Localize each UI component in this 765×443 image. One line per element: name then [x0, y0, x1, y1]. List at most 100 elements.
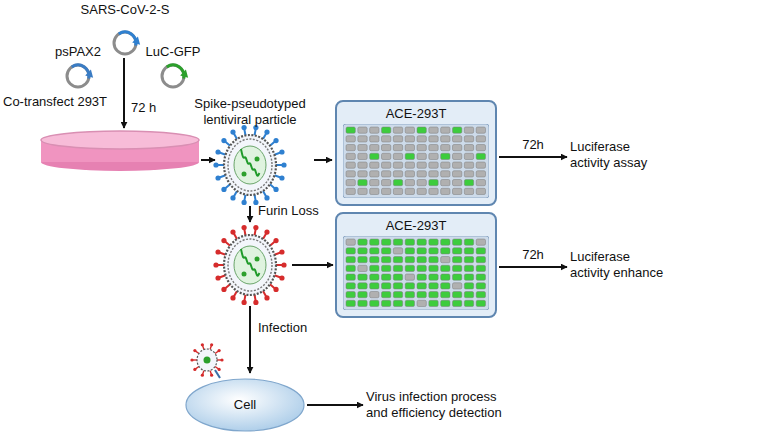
viral-core [204, 357, 211, 364]
spike-head [241, 200, 246, 205]
plate-well [405, 265, 414, 271]
spike-head [201, 374, 204, 377]
plate-well [429, 145, 438, 151]
plate-bed [343, 236, 489, 310]
plate-well [405, 127, 414, 133]
text-node: Virus infection process and efficiency d… [366, 389, 521, 423]
spike-head [264, 229, 269, 234]
plate-well [358, 239, 367, 245]
plate-well [429, 248, 438, 254]
plate-well [393, 283, 402, 289]
plate-well [370, 127, 379, 133]
viral-core [234, 146, 266, 184]
flow-arrow [307, 404, 363, 406]
plate-well [476, 274, 485, 280]
plate-well [370, 136, 379, 142]
spike-head [241, 300, 246, 305]
spike-head [253, 300, 258, 305]
plate-well [453, 248, 462, 254]
plate-bed [343, 124, 489, 198]
plate-well [405, 248, 414, 254]
plate-well [346, 127, 355, 133]
plate-well [393, 136, 402, 142]
plate-well [358, 283, 367, 289]
spike-head [221, 187, 226, 192]
plate-well [370, 283, 379, 289]
spike-head [273, 287, 278, 292]
plate-well [405, 239, 414, 245]
viral-envelope [224, 135, 276, 195]
plate-well [476, 188, 485, 194]
furin-arrow [249, 206, 251, 222]
plate-well [464, 265, 473, 271]
plate-well [476, 153, 485, 159]
plate-well [464, 180, 473, 186]
viral-genome [241, 249, 259, 276]
spike-head [210, 374, 213, 377]
plate-well [382, 274, 391, 280]
virus-node: Spike-pseudotyped lentiviral particle [188, 96, 312, 208]
plate-well [405, 171, 414, 177]
plate-well [453, 265, 462, 271]
plate-well [382, 265, 391, 271]
plate-well [464, 127, 473, 133]
plate-well [453, 145, 462, 151]
spike-head [279, 275, 284, 280]
plate-well [393, 153, 402, 159]
well-grid [343, 236, 489, 310]
plate-well [370, 162, 379, 168]
spike-head [221, 138, 226, 143]
plate-well [346, 292, 355, 298]
plate-well [393, 257, 402, 263]
spike-head [253, 225, 258, 230]
plate-well [464, 153, 473, 159]
plate-well [464, 188, 473, 194]
plate-well [382, 248, 391, 254]
plasmid-node: LuC-GFP [140, 44, 206, 92]
plate-well [441, 136, 450, 142]
plate-well [429, 136, 438, 142]
viral-enzyme [255, 257, 260, 262]
plate-well [464, 162, 473, 168]
viral-enzyme [242, 272, 247, 277]
gene-insert [118, 30, 138, 45]
plate-well [405, 257, 414, 263]
spike-head [221, 238, 226, 243]
spike-head [279, 149, 284, 154]
spike-head [230, 195, 235, 200]
plate-well [370, 265, 379, 271]
plate-well [453, 283, 462, 289]
plate-well [453, 162, 462, 168]
plate-well [393, 162, 402, 168]
spike-head [264, 129, 269, 134]
plate-well [429, 153, 438, 159]
plate-well [476, 180, 485, 186]
spike-head [230, 129, 235, 134]
plate-well [441, 127, 450, 133]
spike-head [264, 295, 269, 300]
harvest-arrow [201, 159, 215, 161]
inner-membrane [228, 239, 272, 291]
virus-particle [190, 343, 223, 378]
plate-well [358, 292, 367, 298]
step-label: 72 h [131, 100, 156, 116]
viral-envelope [197, 349, 217, 371]
node-text: Luciferase activity assay [570, 139, 670, 171]
culture-dish [41, 131, 199, 171]
plate-well [453, 257, 462, 263]
plate-well [346, 153, 355, 159]
plate-well [453, 188, 462, 194]
plate-well [393, 145, 402, 151]
virus-particle [213, 225, 286, 305]
viral-enzyme [242, 172, 247, 177]
plate-well [453, 274, 462, 280]
plate-well [429, 239, 438, 245]
spike-head [253, 200, 258, 205]
plate-well [476, 127, 485, 133]
plate-well [393, 248, 402, 254]
plate-well [346, 257, 355, 263]
plate-well [370, 153, 379, 159]
spike-head [215, 249, 220, 254]
spike-head [273, 238, 278, 243]
